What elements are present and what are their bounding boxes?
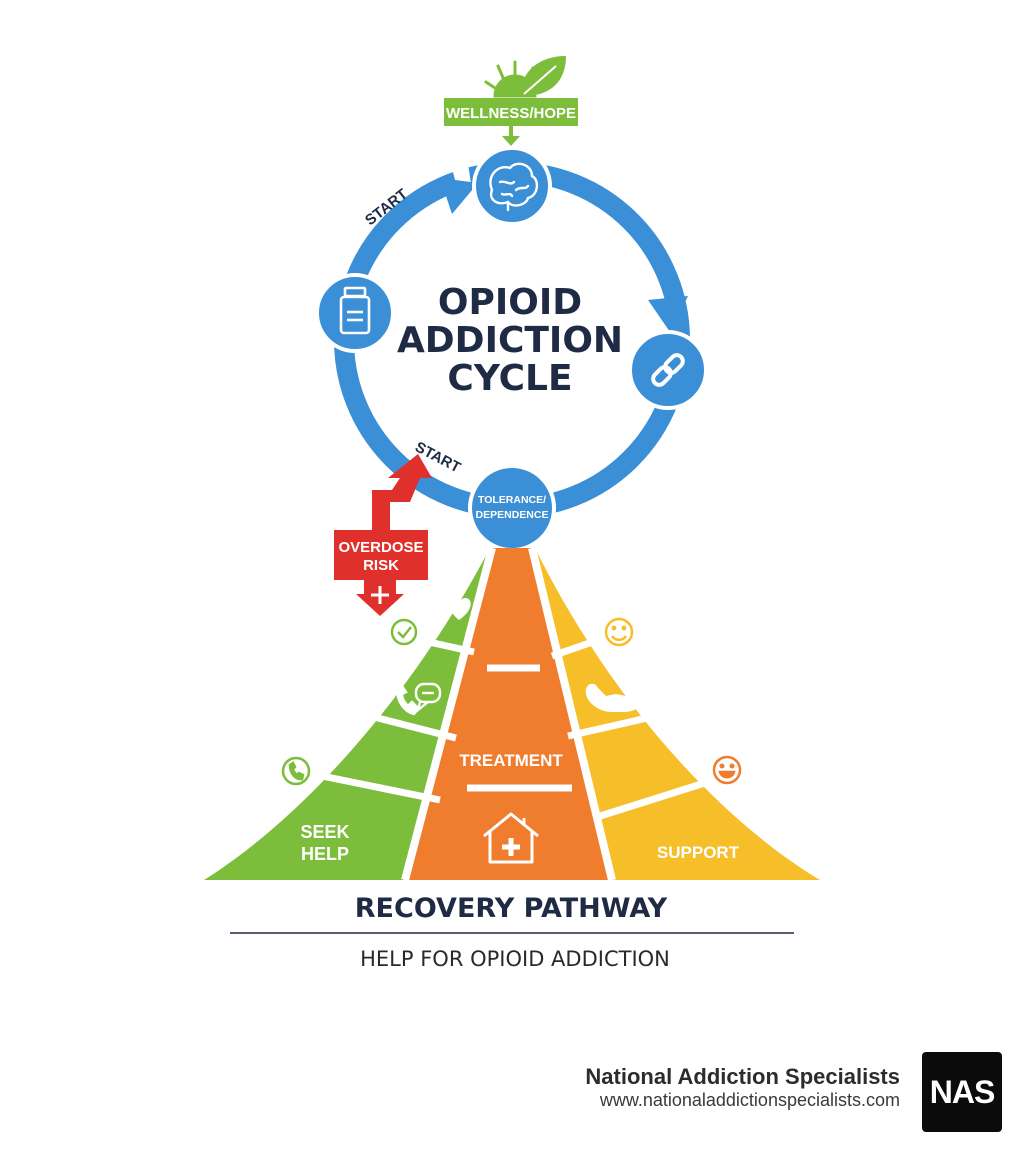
tolerance-label-line2: DEPENDENCE <box>476 509 549 521</box>
chain-link-node <box>628 330 708 410</box>
cycle-arrowhead-top-left <box>440 178 478 214</box>
treatment-band <box>405 548 612 880</box>
house-medical-icon <box>483 812 539 864</box>
wellness-hope-box: WELLNESS/HOPE <box>444 56 578 146</box>
recovery-mountain <box>204 546 820 882</box>
medicine-bottle-node <box>315 273 395 353</box>
happy-face-icon <box>712 755 742 785</box>
seek-help-label-line1: SEEK <box>300 822 349 842</box>
seek-help-label-line2: HELP <box>301 844 349 864</box>
chain-link-icon <box>651 353 685 387</box>
phone-chat-icon <box>396 682 442 716</box>
brain-icon <box>489 162 539 212</box>
overdose-label-line1: OVERDOSE <box>338 539 423 556</box>
support-label: SUPPORT <box>657 843 740 862</box>
leaf-icon <box>520 56 566 96</box>
treatment-label: TREATMENT <box>459 751 563 770</box>
wellness-hope-label: WELLNESS/HOPE <box>446 105 576 122</box>
overdose-risk-arrow: OVERDOSE RISK <box>334 454 432 616</box>
brain-node <box>472 146 552 226</box>
tolerance-dependence-node: TOLERANCE/ DEPENDENCE <box>468 464 556 552</box>
plus-icon <box>371 586 389 604</box>
heart-icon <box>449 598 471 620</box>
phone-circle-icon <box>281 756 311 786</box>
org-url[interactable]: www.nationaladdictionspecialists.com <box>599 1090 900 1110</box>
org-name: National Addiction Specialists <box>585 1064 900 1089</box>
recovery-pathway-heading: RECOVERY PATHWAY <box>355 893 668 924</box>
flexed-arms-icon <box>585 683 649 712</box>
smiley-icon <box>604 617 634 647</box>
cycle-title-line2: ADDICTION <box>397 320 623 361</box>
medicine-bottle-icon <box>339 286 371 335</box>
support-band <box>535 548 820 880</box>
cycle-title-line3: CYCLE <box>447 358 572 399</box>
recovery-pathway-subheading: HELP FOR OPIOID ADDICTION <box>360 947 670 971</box>
tolerance-label-line1: TOLERANCE/ <box>478 494 546 506</box>
cycle-title-line1: OPIOID <box>438 282 582 323</box>
cycle-arrowhead-right <box>648 296 688 332</box>
nas-logo: NAS <box>922 1052 1002 1132</box>
checkmark-circle-icon <box>390 618 418 646</box>
overdose-label-line2: RISK <box>363 557 399 574</box>
